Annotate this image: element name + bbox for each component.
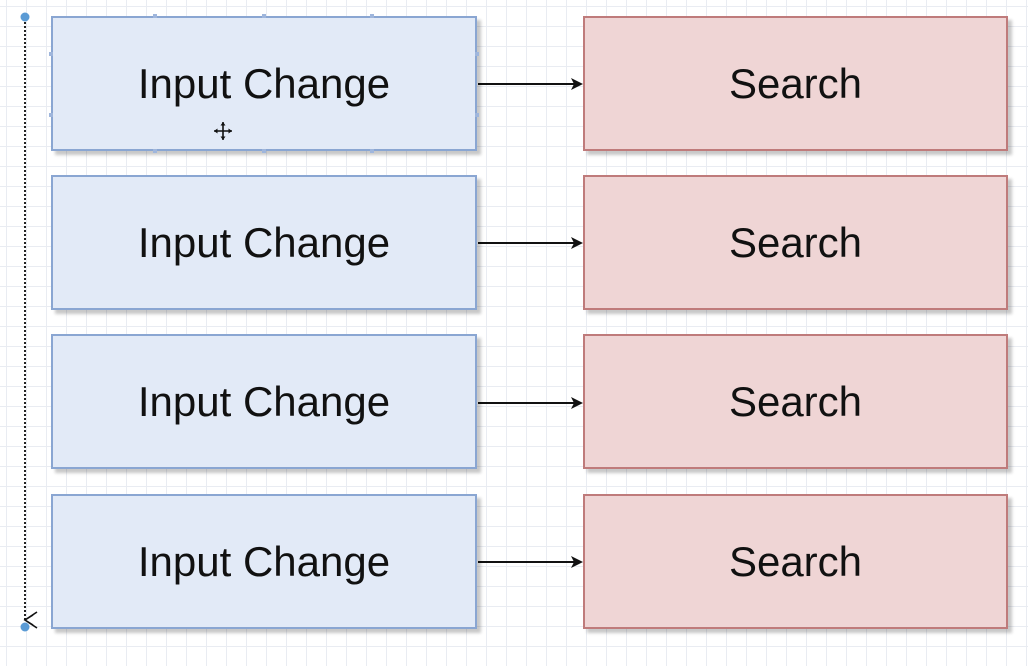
selection-handle[interactable] bbox=[370, 149, 374, 153]
input-change-box[interactable]: Input Change bbox=[51, 494, 477, 629]
search-label: Search bbox=[728, 537, 863, 585]
timeline-end-handle[interactable] bbox=[20, 622, 30, 632]
search-box[interactable]: Search bbox=[583, 175, 1008, 310]
input-change-box[interactable]: Input Change bbox=[51, 175, 477, 310]
move-cursor-icon bbox=[214, 122, 232, 140]
input-change-label: Input Change bbox=[137, 537, 391, 585]
selection-handle[interactable] bbox=[153, 14, 157, 18]
input-change-box[interactable]: Input Change bbox=[51, 334, 477, 469]
selection-handle[interactable] bbox=[153, 149, 157, 153]
search-box[interactable]: Search bbox=[583, 334, 1008, 469]
selection-handle[interactable] bbox=[49, 52, 53, 56]
search-label: Search bbox=[728, 59, 863, 107]
selection-handle[interactable] bbox=[475, 113, 479, 117]
timeline-start-handle[interactable] bbox=[20, 12, 30, 22]
input-change-label: Input Change bbox=[137, 377, 391, 425]
search-label: Search bbox=[728, 377, 863, 425]
input-change-label: Input Change bbox=[137, 218, 391, 266]
selection-handle[interactable] bbox=[370, 14, 374, 18]
selection-handle[interactable] bbox=[475, 52, 479, 56]
selection-handle[interactable] bbox=[49, 113, 53, 117]
input-change-label: Input Change bbox=[137, 59, 391, 107]
search-box[interactable]: Search bbox=[583, 16, 1008, 151]
selection-handle[interactable] bbox=[262, 14, 266, 18]
search-box[interactable]: Search bbox=[583, 494, 1008, 629]
selection-handle[interactable] bbox=[262, 149, 266, 153]
input-change-box[interactable]: Input Change bbox=[51, 16, 477, 151]
search-label: Search bbox=[728, 218, 863, 266]
